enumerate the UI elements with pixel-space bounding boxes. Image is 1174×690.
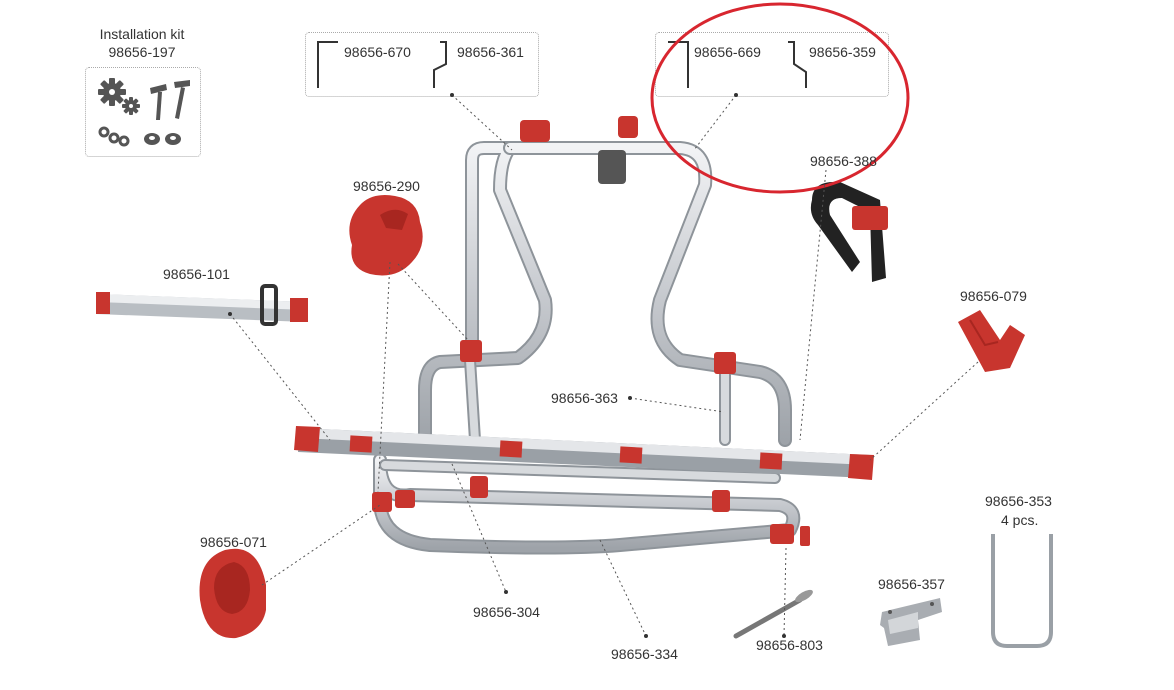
knob-290 (349, 195, 423, 276)
label-98656-079: 98656-079 (960, 288, 1027, 304)
label-98656-353-qty: 4 pcs. (1001, 512, 1039, 528)
bracket-670-icon (317, 41, 338, 88)
wheel-holder-071 (199, 548, 266, 639)
arm-101 (96, 284, 308, 326)
bracket-359-icon (788, 41, 807, 88)
u-bolt-353 (991, 534, 1053, 648)
label-98656-101: 98656-101 (163, 266, 230, 282)
label-98656-363: 98656-363 (551, 390, 618, 406)
frame-clamps (372, 116, 810, 546)
chain-icon (98, 126, 130, 147)
label-98656-290: 98656-290 (353, 178, 420, 194)
gear-icon (98, 78, 140, 115)
label-98656-304: 98656-304 (473, 604, 540, 620)
leader-dots (228, 93, 786, 638)
bolt-803 (733, 589, 813, 639)
main-frame (373, 141, 801, 555)
holder-079 (958, 310, 1025, 372)
main-rail (294, 426, 874, 480)
label-98656-071: 98656-071 (200, 534, 267, 550)
installation-kit-box (85, 67, 201, 157)
label-98656-359: 98656-359 (809, 44, 876, 60)
label-98656-353: 98656-353 (985, 493, 1052, 509)
bracket-669-icon (668, 41, 689, 88)
strap-388 (810, 181, 888, 282)
leader-lines (229, 94, 979, 637)
plate-357 (880, 598, 942, 646)
installation-kit-title: Installation kit (99, 26, 185, 42)
label-98656-669: 98656-669 (694, 44, 761, 60)
label-98656-361: 98656-361 (457, 44, 524, 60)
label-98656-670: 98656-670 (344, 44, 411, 60)
label-98656-357: 98656-357 (878, 576, 945, 592)
bracket-box-right (655, 32, 889, 97)
bracket-box-left (305, 32, 539, 97)
installation-kit-part: 98656-197 (108, 44, 176, 60)
label-98656-334: 98656-334 (611, 646, 678, 662)
label-98656-803: 98656-803 (756, 637, 823, 653)
label-98656-388: 98656-388 (810, 153, 877, 169)
bracket-361-icon (433, 41, 447, 88)
screw-icon (150, 80, 190, 120)
highlight-circle (650, 2, 910, 194)
nut-icon (144, 133, 181, 145)
